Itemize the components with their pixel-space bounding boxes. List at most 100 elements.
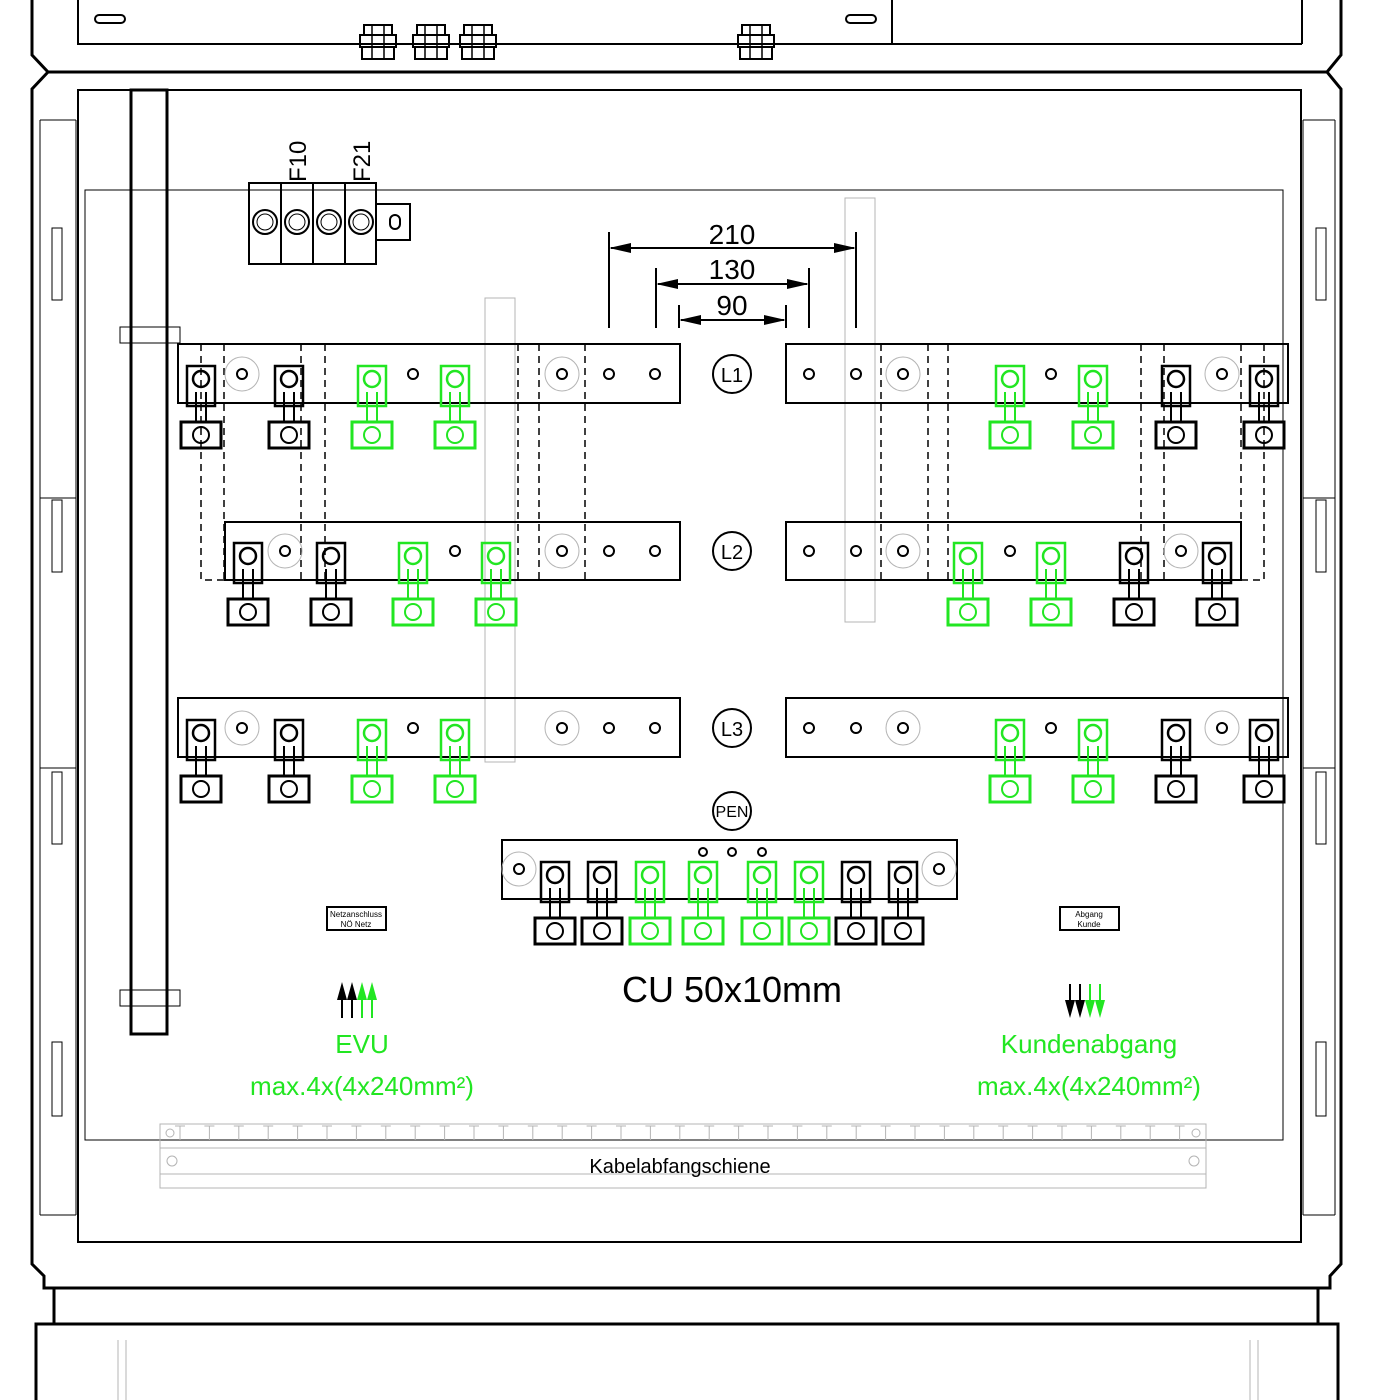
lug-tab [1035,541,1067,585]
bolt-hole [236,368,248,380]
lug-barrel [179,420,223,450]
lug-eye [1124,546,1144,566]
lug-neck [242,569,254,599]
lug-tab [887,860,919,904]
gland-lines [471,25,485,59]
lug-neck [1258,392,1270,422]
busbar-spec-label: CU 50x10mm [622,969,842,1010]
bolt-hole [897,368,909,380]
bolt-hole [556,368,568,380]
bolt-hole [407,368,419,380]
lug-neck [803,888,815,918]
rail-tooth [204,1125,215,1140]
dimension-lines: 210 130 90 [608,219,857,328]
plate-left-line1: Netzanschluss [330,910,382,919]
lug-barrel [433,420,477,450]
gland-body [461,46,495,60]
connection-lug-12 [474,541,518,627]
gland-cap [363,24,393,36]
lug-barrel-hole [322,603,340,621]
connection-lug-19 [350,718,394,804]
lug-eye [1166,723,1186,743]
rail-tooth [674,1125,685,1140]
rail-tooth [733,1125,744,1140]
lug-barrel-hole [280,426,298,444]
customer-outgoing-spec: max.4x(4x240mm²) [977,1071,1201,1101]
lug-neck [596,888,608,918]
bolt-hole [603,368,615,380]
lug-barrel-hole [192,426,210,444]
cable-gland-4 [737,24,775,60]
lug-neck [1128,569,1140,599]
lug-tab [356,364,388,408]
lug-barrel [1154,420,1198,450]
lug-barrel [1242,420,1286,450]
gland-cap [416,24,446,36]
lug-eye [362,723,382,743]
rail-tooth [498,1125,509,1140]
lug-barrel [179,774,223,804]
lug-tab [1160,364,1192,408]
lug-eye [279,369,299,389]
lug-neck [1004,746,1016,776]
lug-neck [756,888,768,918]
lug-tab [793,860,825,904]
fuse-holder-block: F10 F21 [248,141,411,265]
cable-glands [359,24,775,60]
cable-lug-10 [309,541,353,627]
gland-body [739,46,773,60]
lug-tab [273,364,305,408]
connection-lug-11 [391,541,435,627]
lug-neck [962,569,974,599]
bolt-hole [649,545,661,557]
lug-tab [185,364,217,408]
lug-barrel-hole [487,603,505,621]
lug-neck [366,392,378,422]
cable-lug-15 [1112,541,1156,627]
rail-tooth [1057,1125,1067,1140]
plate-right-line1: Abgang [1075,910,1103,919]
lug-neck [449,392,461,422]
phase-label-l2: L2 [721,542,743,564]
lug-neck [1258,746,1270,776]
lug-tab [687,860,719,904]
gland-nut [737,34,775,48]
lug-eye [1254,369,1274,389]
bolt-hole [1045,722,1057,734]
gland-lines [749,25,763,59]
supply-arrows [337,982,377,1018]
lug-barrel-hole [239,603,257,621]
lug-barrel-hole [1042,603,1060,621]
fuse-inner-4 [352,213,370,231]
fuse-1 [252,209,278,235]
lug-tab [232,541,264,585]
busbar-l3-right [785,697,1289,758]
lug-eye [1041,546,1061,566]
gland-nut [412,34,450,48]
dimension-130: 130 [709,254,756,285]
lug-neck [1211,569,1223,599]
lug-barrel-hole [363,426,381,444]
lug-neck [644,888,656,918]
fuse-inner-2 [288,213,306,231]
lug-barrel-hole [894,922,912,940]
lug-eye [1166,369,1186,389]
lug-neck [283,392,295,422]
lug-tab [1201,541,1233,585]
lug-barrel-hole [1084,426,1102,444]
rail-tooth [233,1125,244,1140]
bolt-ring [224,710,260,746]
lug-barrel-hole [1255,780,1273,798]
bolt-hole [1004,545,1016,557]
lug-eye [1000,369,1020,389]
busbar-l1-left [177,343,681,404]
lug-eye [799,865,819,885]
rail-tooth [1145,1125,1156,1140]
rail-tooth [380,1125,391,1140]
lug-eye [191,723,211,743]
bolt-hole [1216,368,1228,380]
lug-barrel [740,916,784,946]
bolt-ring [1163,533,1199,569]
bolt-hole [1175,545,1187,557]
rail-tooth [880,1125,891,1140]
